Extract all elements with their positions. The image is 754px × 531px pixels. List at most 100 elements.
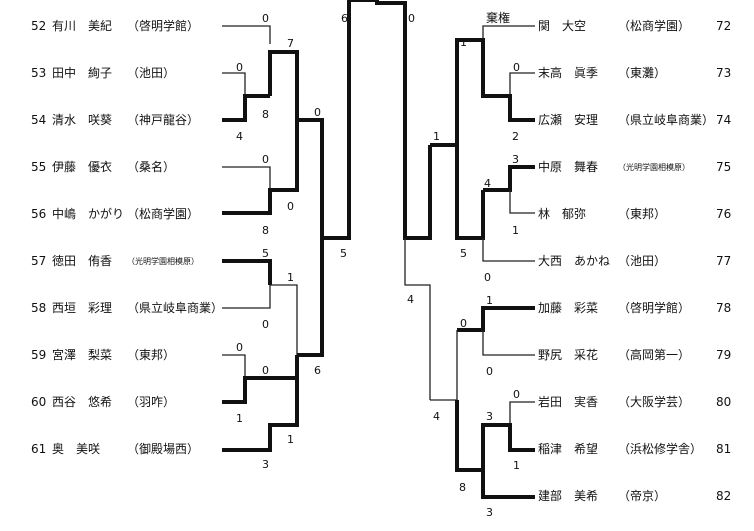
entry-number: 60 [31, 395, 46, 409]
line-61 [222, 355, 299, 452]
school-name: （羽咋） [127, 395, 175, 409]
player-name: 徳田 侑香 [52, 253, 112, 268]
entry-number: 75 [716, 160, 731, 174]
score: 1 [433, 130, 440, 143]
school-name: （浜松修学舎） [618, 441, 702, 456]
right-entry-80: 岩田 実香 （大阪学芸） 80 [538, 394, 731, 409]
right-entry-78: 加藤 彩菜 （啓明学館） 78 [538, 300, 731, 315]
entry-number: 58 [31, 301, 46, 315]
score: 0 [460, 317, 467, 330]
entry-number: 72 [716, 19, 731, 33]
entry-number: 55 [31, 160, 46, 174]
line-56 [222, 110, 299, 215]
school-name: （県立岐阜商業） [618, 112, 714, 127]
player-name: 伊藤 優衣 [52, 159, 112, 174]
score: 3 [512, 153, 519, 166]
line-lower-left-final [297, 0, 379, 357]
school-name: （東邦） [127, 348, 175, 362]
entry-number: 77 [716, 254, 731, 268]
score: 0 [408, 12, 415, 25]
left-entry-56: 56 中嶋 かがり （松商学園） [31, 206, 199, 221]
line-79 [482, 330, 535, 356]
score: 5 [460, 247, 467, 260]
line-55 [222, 166, 271, 190]
score: 1 [236, 412, 243, 425]
left-entry-59: 59 宮澤 梨菜 （東邦） [31, 347, 175, 362]
school-name: （御殿場西） [127, 441, 199, 456]
left-entry-58: 58 西垣 彩理 （県立岐阜商業） [31, 300, 223, 315]
right-entry-77: 大西 あかね （池田） 77 [538, 254, 731, 268]
player-name: 西垣 彩理 [52, 301, 112, 315]
player-name: 広瀬 安理 [538, 112, 598, 127]
right-entry-76: 林 郁弥 （東邦） 76 [538, 206, 731, 221]
line-57-58-winner [270, 284, 298, 355]
school-name: （松商学園） [618, 18, 690, 33]
score: 0 [486, 365, 493, 378]
score-forfeit: 棄権 [486, 10, 510, 25]
line-52 [222, 25, 271, 44]
line-75-76-winner [455, 145, 485, 240]
left-entry-57: 57 徳田 侑香 （光明学園相模原） [31, 253, 199, 268]
player-name: 野尻 采花 [538, 347, 598, 362]
school-name: （啓明学館） [618, 300, 690, 315]
player-name: 加藤 彩菜 [538, 301, 598, 315]
player-name: 西谷 悠希 [52, 394, 112, 409]
score: 5 [340, 247, 347, 260]
line-54 [222, 94, 270, 122]
score: 3 [486, 410, 493, 423]
score: 0 [262, 318, 269, 331]
right-bracket-lines [377, 1, 535, 499]
score: 0 [314, 106, 321, 119]
right-entry-74: 広瀬 安理 （県立岐阜商業） 74 [538, 112, 731, 127]
player-name: 中原 舞春 [538, 159, 598, 174]
score: 0 [236, 61, 243, 74]
school-name: （大阪学芸） [618, 394, 690, 409]
score: 0 [287, 200, 294, 213]
line-center-lower [404, 238, 431, 400]
score: 4 [407, 293, 414, 306]
school-name: （光明学園相模原） [127, 256, 199, 266]
entry-number: 74 [716, 113, 731, 127]
score: 0 [513, 388, 520, 401]
line-76 [509, 190, 535, 214]
line-center-final [377, 1, 432, 240]
entry-number: 82 [716, 489, 731, 503]
player-name: 稲津 希望 [538, 441, 598, 456]
line-53-54-winner [268, 50, 299, 110]
line-57 [222, 259, 272, 285]
score: 8 [262, 108, 269, 121]
school-name: （帝京） [618, 488, 666, 503]
score: 3 [262, 458, 269, 471]
line-77 [482, 238, 535, 262]
line-53 [222, 72, 246, 96]
line-81 [481, 423, 535, 470]
player-name: 奥 美咲 [52, 441, 100, 456]
line-top-left-final [297, 118, 324, 238]
line-59 [222, 354, 246, 380]
score: 1 [512, 224, 519, 237]
school-name: （松商学園） [127, 206, 199, 221]
line-75 [483, 165, 535, 192]
entry-number: 59 [31, 348, 46, 362]
school-name: （池田） [618, 254, 666, 268]
score: 1 [287, 271, 294, 284]
right-entry-72: 関 大空 （松商学園） 72 [538, 18, 731, 33]
right-entry-75: 中原 舞春 （光明学園相模原） 75 [538, 159, 731, 174]
line-82 [455, 400, 535, 499]
score: 4 [433, 410, 440, 423]
school-name: （県立岐阜商業） [127, 300, 223, 315]
score: 5 [262, 247, 269, 260]
score: 6 [314, 364, 321, 377]
score: 0 [262, 364, 269, 377]
score: 0 [513, 61, 520, 74]
player-name: 清水 咲葵 [52, 112, 112, 127]
right-entry-82: 建部 美希 （帝京） 82 [538, 488, 731, 503]
line-80 [509, 401, 535, 425]
player-name: 宮澤 梨菜 [52, 347, 112, 362]
entry-number: 76 [716, 207, 731, 221]
entry-number: 57 [31, 254, 46, 268]
left-entry-60: 60 西谷 悠希 （羽咋） [31, 394, 175, 409]
score: 0 [262, 12, 269, 25]
score: 0 [262, 153, 269, 166]
